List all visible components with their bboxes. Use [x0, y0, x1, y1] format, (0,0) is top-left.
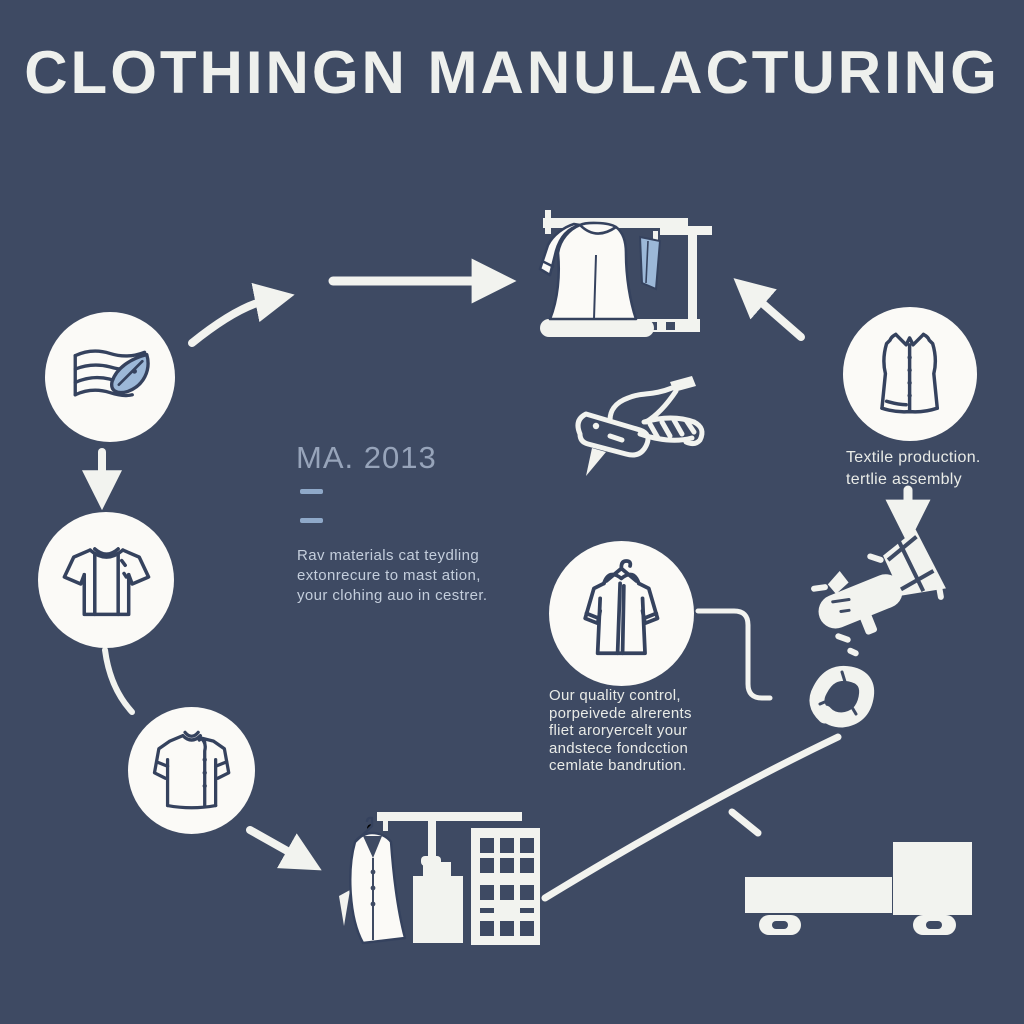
intro-line1: Rav materials cat teydling: [297, 547, 480, 564]
step-circle-raw-fabric: [45, 312, 175, 442]
elbow-connector: [695, 608, 773, 701]
quality-line5: cemlate bandrution.: [549, 757, 687, 774]
garment-rack-icon: [538, 210, 712, 337]
step-circle-hoodie: [549, 541, 694, 686]
tshirt-icon: [62, 546, 150, 616]
textile-step-line1: Textile production.: [846, 449, 981, 466]
sleeveless-shirt-icon: [880, 333, 940, 414]
hooded-jacket-icon: [583, 559, 660, 656]
step-circle-tshirt: [38, 512, 174, 648]
big-curve-connector: [541, 733, 842, 902]
factory-dress-icon: [339, 812, 540, 945]
intro-line2: extonrecure to mast ation,: [297, 567, 481, 584]
textile-step-label: Textile production. tertlie assembly: [846, 447, 981, 491]
step-circle-vest: [843, 307, 977, 441]
sewing-machine-icon: [575, 376, 705, 476]
textile-step-line2: tertlie assembly: [846, 471, 962, 488]
dash-mark-1: [300, 489, 323, 494]
quality-line1: Our quality control,: [549, 687, 681, 704]
arrow-to-factory: [246, 826, 322, 871]
steamer-spray-icon: [811, 529, 946, 657]
quality-line3: fliet aroryercelt your: [549, 722, 688, 739]
intro-line3: your clohing auo in cestrer.: [297, 587, 488, 604]
curved-arrow-up-right: [188, 282, 295, 347]
dash-mark-2: [300, 518, 323, 523]
quality-line4: andstece fondcction: [549, 739, 689, 757]
buttoned-shirt-icon: [152, 730, 231, 810]
quality-step-label: Our quality control, porpeivede alrerent…: [549, 687, 692, 775]
fabric-cotton-icon: [73, 349, 150, 398]
arrow-up-left: [733, 278, 805, 341]
quality-line2: porpeivede alrerents: [549, 704, 692, 722]
delivery-truck-icon: [745, 842, 972, 935]
yarn-knot-icon: [809, 665, 875, 728]
era-label: MA. 2013: [296, 440, 437, 475]
step-circle-shirt: [128, 707, 255, 834]
curve-stub: [728, 808, 762, 837]
connector-circles: [102, 647, 135, 715]
intro-paragraph: Rav materials cat teydling extonrecure t…: [297, 546, 487, 606]
page-title: CLOTHINGN MANULACTURING: [24, 39, 1000, 106]
